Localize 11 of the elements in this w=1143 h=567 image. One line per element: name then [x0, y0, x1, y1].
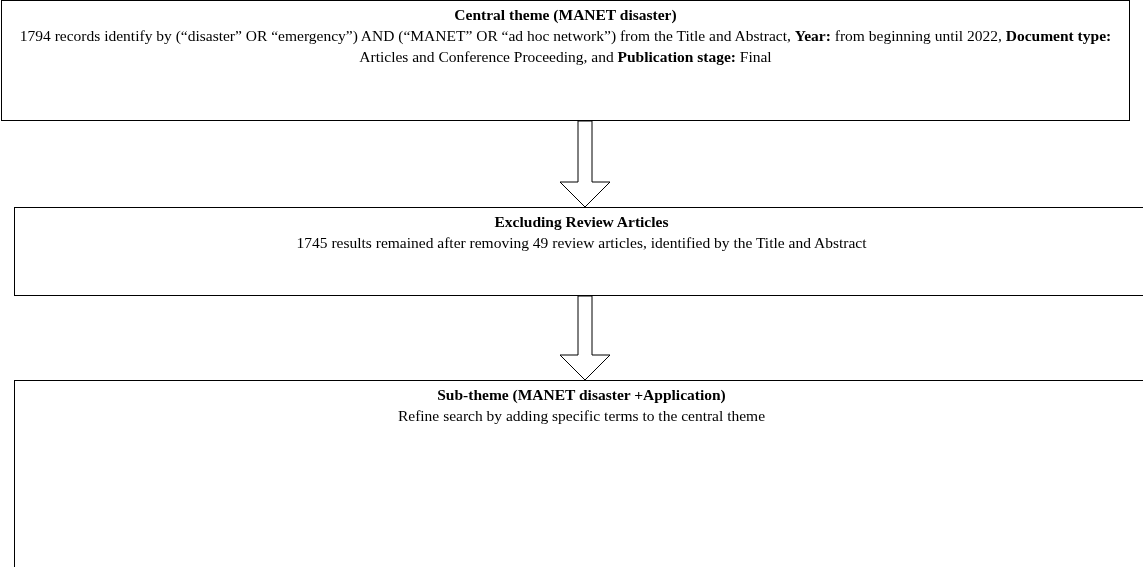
block-arrow: [559, 120, 611, 208]
box-text: Refine search by adding specific terms to the central theme: [396, 406, 767, 426]
process-box: [14, 207, 1143, 296]
box-heading: Excluding Review Articles: [493, 212, 670, 232]
box-text: 1794 records identify by (“disaster” OR “emergency”) AND (“MANET” OR “ad hoc network”) from the Title and Abstract, Year: from beginning until 2022, Document type: Articles and Conference Proceeding, and Publication stage: Final: [18, 26, 1113, 67]
process-box: [14, 380, 1143, 567]
process-box: [1, 0, 1130, 121]
box-heading: Central theme (MANET disaster): [453, 5, 678, 25]
box-heading: Sub-theme (MANET disaster +Application): [436, 385, 727, 405]
box-text: 1745 results remained after removing 49 review articles, identified by the Title and Abstract: [295, 233, 868, 253]
block-arrow: [559, 295, 611, 381]
